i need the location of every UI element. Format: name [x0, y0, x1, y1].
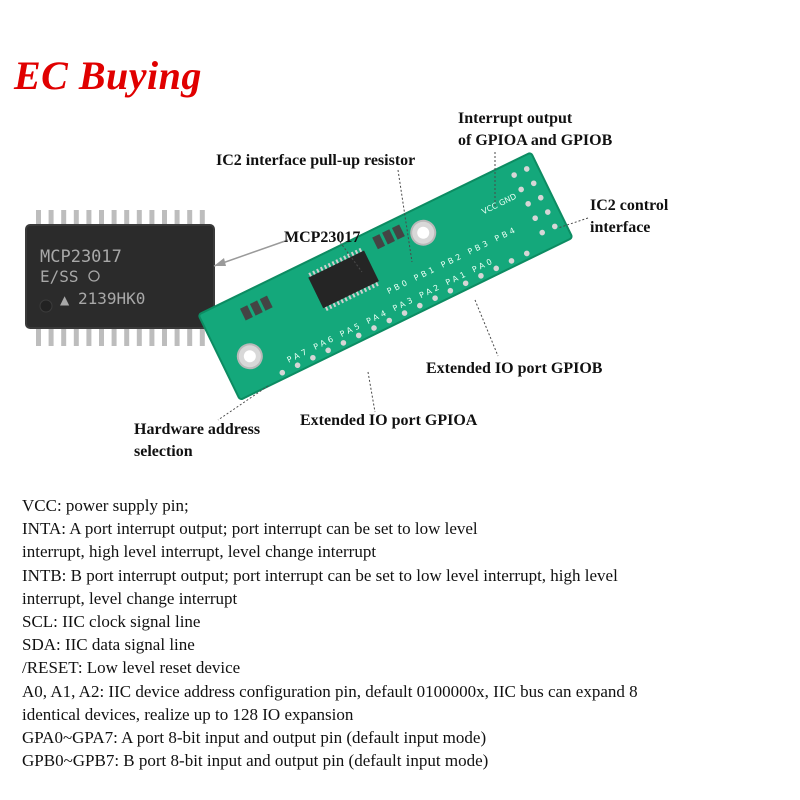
product-illustration: MCP23017 E/SS ▲ 2139HK0 PA7 PA6 PA5 PA4 …	[25, 152, 589, 421]
desc-line: INTA: A port interrupt output; port inte…	[22, 519, 478, 539]
callout-mcp23017: MCP23017	[284, 229, 361, 246]
callout-interrupt-output-line2: of GPIOA and GPIOB	[458, 132, 613, 149]
callout-control-interface-line1: IC2 control	[590, 197, 669, 214]
desc-line: identical devices, realize up to 128 IO …	[22, 704, 354, 724]
callout-lines	[217, 152, 589, 421]
chip-marking-1: MCP23017	[40, 247, 122, 267]
desc-line: interrupt, high level interrupt, level c…	[22, 542, 377, 562]
microchip-logo-icon: ▲	[60, 293, 70, 307]
callout-hardware-address-line2: selection	[134, 443, 193, 460]
pin-description-list: VCC: power supply pin; INTA: A port inte…	[22, 494, 792, 772]
desc-line: GPB0~GPB7: B port 8-bit input and output…	[22, 751, 489, 771]
chip-marking-2: E/SS	[40, 267, 79, 286]
chip-closeup: MCP23017 E/SS ▲ 2139HK0	[25, 210, 215, 346]
callout-gpiob: Extended IO port GPIOB	[426, 360, 603, 377]
callout-control-interface-line2: interface	[590, 219, 651, 236]
desc-line: interrupt, level change interrupt	[22, 588, 238, 608]
desc-line: VCC: power supply pin;	[22, 496, 189, 515]
desc-line: A0, A1, A2: IIC device address configura…	[22, 681, 638, 701]
desc-line: INTB: B port interrupt output; port inte…	[22, 565, 618, 585]
chip-marking-3: 2139HK0	[78, 289, 145, 308]
callout-pullup-resistor: IC2 interface pull-up resistor	[216, 152, 416, 169]
desc-line: /RESET: Low level reset device	[22, 658, 241, 678]
desc-line: SCL: IIC clock signal line	[22, 612, 201, 632]
brand-logo: EC Buying	[14, 53, 202, 98]
e3-mark-icon	[88, 270, 100, 282]
desc-line: GPA0~GPA7: A port 8-bit input and output…	[22, 728, 487, 748]
chip-pointer-arrow	[213, 239, 289, 267]
pcb-board: PA7 PA6 PA5 PA4 PA3 PA2 PA1 PA0 PB0 PB1 …	[198, 152, 573, 400]
desc-line: SDA: IIC data signal line	[22, 635, 195, 655]
callout-interrupt-output-line1: Interrupt output	[458, 110, 573, 127]
callout-gpioa: Extended IO port GPIOA	[300, 412, 478, 429]
callout-hardware-address-line1: Hardware address	[134, 421, 261, 438]
